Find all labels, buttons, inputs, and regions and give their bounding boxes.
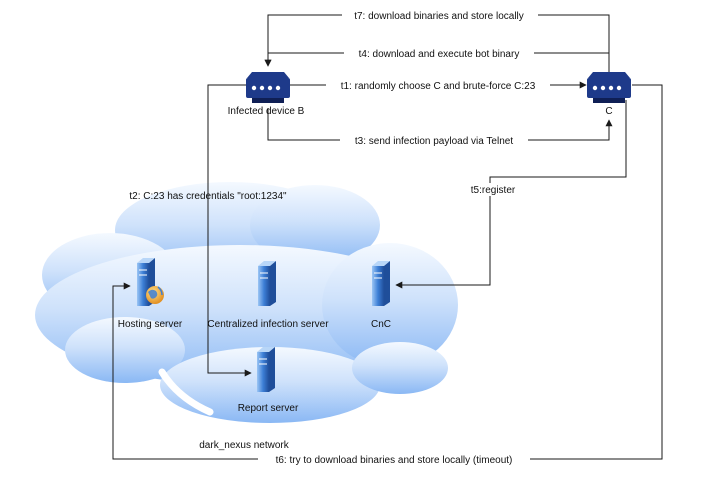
hosting-server: Hosting server <box>118 258 183 330</box>
node-label-centralized-infection-server: Centralized infection server <box>207 319 329 330</box>
node-label-report-server: Report server <box>238 403 299 414</box>
label-t4: t4: download and execute bot binary <box>359 49 520 60</box>
router-icon <box>246 72 290 103</box>
server-icon <box>257 347 275 392</box>
edge-t5 <box>395 100 627 289</box>
node-label-hosting-server: Hosting server <box>118 319 183 330</box>
edge-t7 <box>264 14 610 72</box>
edge-labels: t7: download binaries and store locally … <box>129 9 550 466</box>
label-t7: t7: download binaries and store locally <box>354 11 524 22</box>
report-server: Report server <box>238 347 299 414</box>
edge-t2 <box>207 84 268 377</box>
device-c: C <box>587 72 631 117</box>
centralized-infection-server: Centralized infection server <box>207 261 329 330</box>
label-t1: t1: randomly choose C and brute-force C:… <box>341 81 536 92</box>
network-label: dark_nexus network <box>199 440 289 451</box>
server-icon <box>258 261 276 306</box>
router-icon <box>587 72 631 103</box>
node-label-c: C <box>605 106 612 117</box>
globe-icon <box>146 286 164 304</box>
label-t5: t5:register <box>471 185 516 196</box>
label-t6: t6: try to download binaries and store l… <box>276 455 513 466</box>
dark-nexus-network-cloud <box>35 182 458 423</box>
node-label-infected-device-b: Infected device B <box>228 106 305 117</box>
label-t3: t3: send infection payload via Telnet <box>355 136 513 147</box>
node-label-cnc: CnC <box>371 319 391 330</box>
label-t2: t2: C:23 has credentials "root:1234" <box>129 191 287 202</box>
infected-device-b: Infected device B <box>228 72 305 117</box>
cnc-server: CnC <box>371 261 391 330</box>
server-icon <box>372 261 390 306</box>
